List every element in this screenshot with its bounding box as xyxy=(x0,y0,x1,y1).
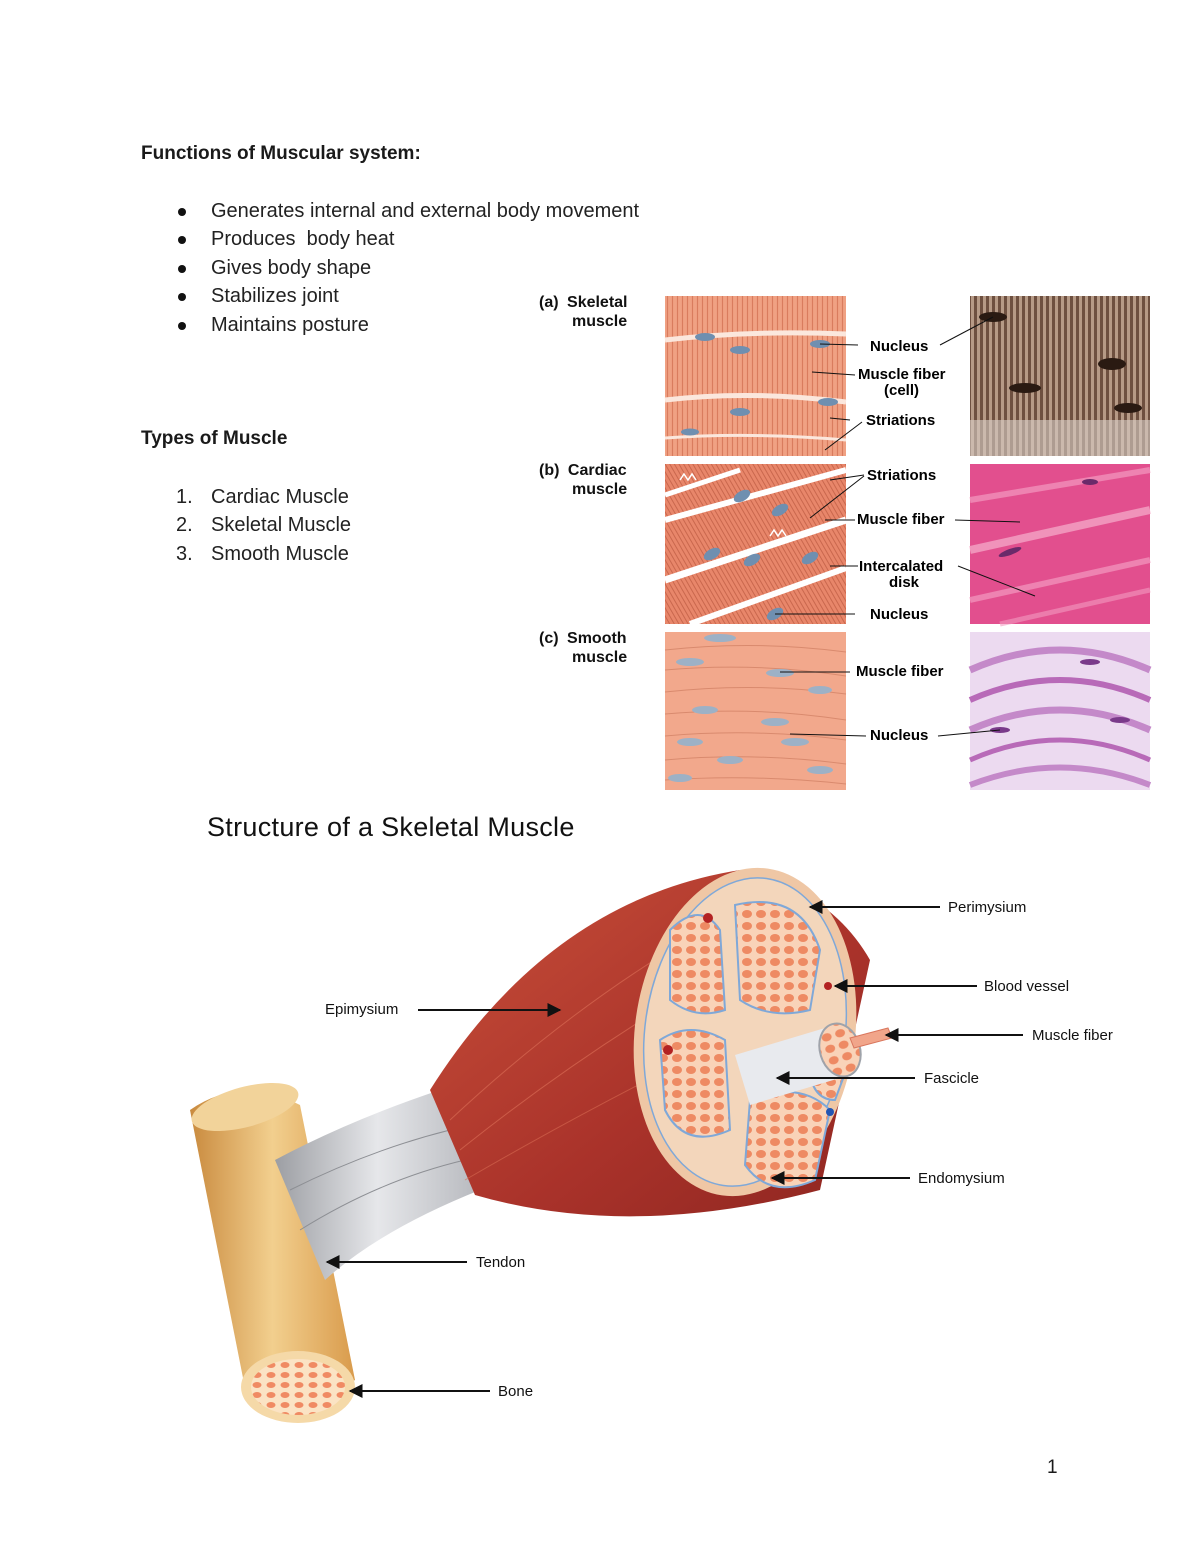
list-item-text: Smooth Muscle xyxy=(211,543,349,565)
panel-b-letter: (b) xyxy=(539,462,560,479)
callout-b-muscle-fiber: Muscle fiber xyxy=(857,511,945,528)
leader-lines xyxy=(775,316,1036,737)
panel-c-line2: muscle xyxy=(572,649,628,666)
callout-a-nucleus: Nucleus xyxy=(870,338,928,355)
list-item-text: Stabilizes joint xyxy=(211,285,339,307)
muscle-tissue-illustrations: Nucleus Muscle fiber (cell) Striations S… xyxy=(663,296,1152,790)
list-item-text: Cardiac Muscle xyxy=(211,486,349,508)
label-blood-vessel: Blood vessel xyxy=(984,978,1069,995)
list-item: Gives body shape xyxy=(176,255,696,283)
skeletal-drawing xyxy=(664,296,847,456)
callout-a-cell: (cell) xyxy=(884,382,919,399)
list-item: Stabilizes joint xyxy=(176,283,696,311)
list-item-text: Maintains posture xyxy=(211,314,369,336)
panel-a-label: (a) Skeletal muscle xyxy=(539,293,628,331)
tendon-illustration xyxy=(275,1090,480,1280)
label-bone: Bone xyxy=(498,1383,533,1400)
panel-c-label: (c) Smooth muscle xyxy=(539,629,627,667)
list-item-text: Gives body shape xyxy=(211,257,372,279)
label-endomysium: Endomysium xyxy=(918,1170,1005,1187)
label-perimysium: Perimysium xyxy=(948,899,1026,916)
list-item: Produces body heat xyxy=(176,226,696,254)
panel-b-line2: muscle xyxy=(572,481,628,498)
panel-b-line1: Cardiac xyxy=(567,462,627,479)
cardiac-micrograph xyxy=(969,464,1151,627)
label-epimysium: Epimysium xyxy=(325,1001,398,1018)
muscle-types-figure: (a) Skeletal muscle (b) Cardiac muscle (… xyxy=(530,290,1155,795)
list-item: Maintains posture xyxy=(176,312,696,340)
types-heading: Types of Muscle xyxy=(141,428,288,449)
list-item-text: Skeletal Muscle xyxy=(211,514,352,536)
smooth-micrograph xyxy=(968,632,1152,790)
bullet-icon xyxy=(178,236,186,244)
callout-b-disk: disk xyxy=(889,574,920,591)
list-number: 3. xyxy=(176,543,193,565)
list-item-text: Generates internal and external body mov… xyxy=(211,200,640,222)
muscle-cross-section xyxy=(633,867,893,1197)
callout-c-muscle-fiber: Muscle fiber xyxy=(856,663,944,680)
functions-heading: Functions of Muscular system: xyxy=(141,143,421,164)
structure-labels: Perimysium Blood vessel Epimysium Muscle… xyxy=(325,899,1113,1400)
panel-a-line2: muscle xyxy=(572,313,628,330)
cardiac-drawing xyxy=(663,464,848,627)
callout-b-intercalated: Intercalated xyxy=(859,558,943,575)
callout-c-nucleus: Nucleus xyxy=(870,727,928,744)
list-number: 1. xyxy=(176,486,193,508)
label-arrows xyxy=(325,900,1023,1398)
bone-illustration xyxy=(190,1083,355,1423)
skeletal-micrograph xyxy=(970,296,1150,456)
panel-b-label: (b) Cardiac muscle xyxy=(539,461,627,499)
smooth-drawing xyxy=(664,632,847,790)
label-tendon: Tendon xyxy=(476,1254,525,1271)
list-number: 2. xyxy=(176,514,193,536)
callout-a-muscle-fiber: Muscle fiber xyxy=(858,366,946,383)
bullet-icon xyxy=(178,293,186,301)
list-item-text: Produces body heat xyxy=(211,228,395,250)
panel-a-line1: Skeletal xyxy=(567,294,628,311)
bullet-icon xyxy=(178,322,186,330)
callout-b-nucleus: Nucleus xyxy=(870,606,928,623)
list-item: Generates internal and external body mov… xyxy=(176,198,696,226)
label-muscle-fiber: Muscle fiber xyxy=(1032,1027,1113,1044)
bullet-icon xyxy=(178,208,186,216)
label-fascicle: Fascicle xyxy=(924,1070,979,1087)
list-item: 3. Smooth Muscle xyxy=(176,541,476,569)
structure-title: Structure of a Skeletal Muscle xyxy=(207,812,575,842)
page-number: 1 xyxy=(1047,1457,1058,1478)
list-item: 2. Skeletal Muscle xyxy=(176,512,476,540)
list-item: 1. Cardiac Muscle xyxy=(176,484,476,512)
callout-a-striations: Striations xyxy=(866,412,935,429)
callout-b-striations: Striations xyxy=(867,467,936,484)
panel-a-letter: (a) xyxy=(539,294,559,311)
bullet-icon xyxy=(178,265,186,273)
panel-c-letter: (c) xyxy=(539,630,559,647)
skeletal-muscle-structure-diagram: Perimysium Blood vessel Epimysium Muscle… xyxy=(190,867,1113,1423)
panel-c-line1: Smooth xyxy=(567,630,627,647)
